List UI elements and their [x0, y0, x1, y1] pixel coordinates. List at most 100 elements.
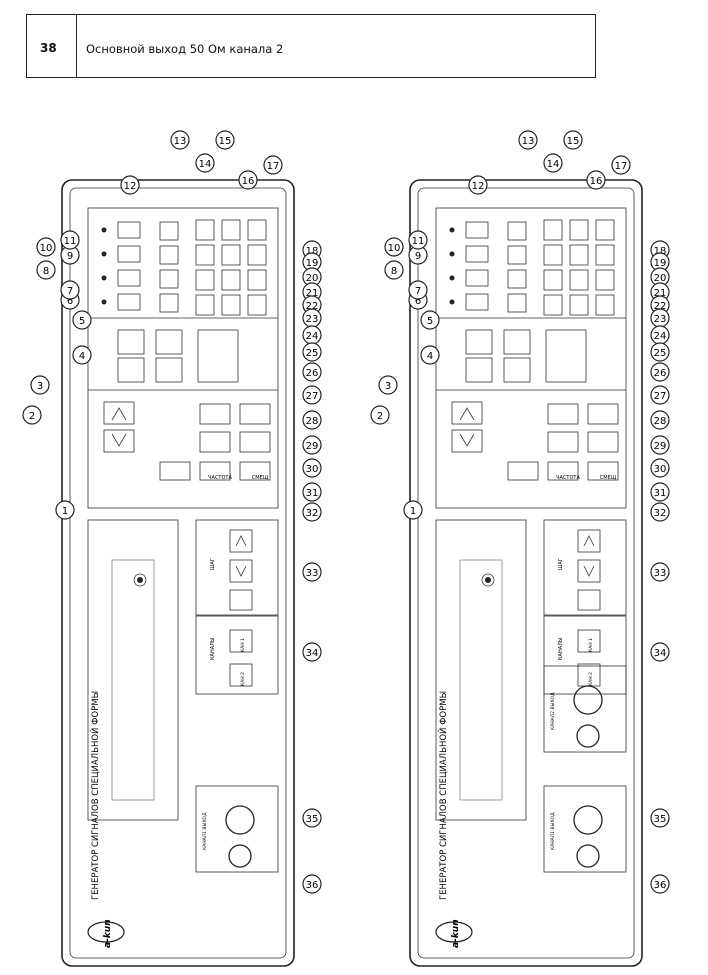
mode-key [117, 269, 141, 287]
keypad-area [435, 207, 627, 509]
param-key [507, 461, 539, 481]
callout-number: 34 [654, 648, 667, 659]
param-key [159, 461, 191, 481]
callout-number: 3 [385, 381, 391, 392]
param-key [547, 403, 579, 425]
ch1-key [577, 629, 601, 653]
function-key [507, 245, 527, 265]
callout-circle [55, 500, 75, 520]
callout-circle [60, 230, 80, 250]
callout-number: 29 [306, 441, 319, 452]
logo-oval [435, 921, 473, 943]
callout-number: 34 [306, 648, 319, 659]
callout-circle [650, 808, 670, 828]
down-arrow-icon [111, 433, 127, 447]
callout-circle [195, 153, 215, 173]
callout-number: 20 [306, 273, 319, 284]
indicator-led [101, 299, 107, 305]
callout-number: 10 [388, 243, 401, 254]
step-label: ШАГ [558, 558, 564, 570]
indicator-led [101, 227, 107, 233]
callout-circle [518, 130, 538, 150]
output-group [195, 785, 279, 873]
callout-number: 24 [306, 331, 319, 342]
channels-group [195, 615, 279, 695]
callout-number: 17 [615, 161, 628, 172]
callout-circle [302, 562, 322, 582]
callout-number: 16 [590, 176, 603, 187]
function-key [159, 269, 179, 289]
callout-number: 28 [654, 416, 667, 427]
mode-key [117, 221, 141, 239]
callout-number: 23 [306, 314, 319, 325]
callout-circle [408, 280, 428, 300]
step-label: ШАГ [210, 558, 216, 570]
function-key [507, 293, 527, 313]
output-connector [228, 844, 252, 868]
keypad-area [87, 207, 279, 509]
wave-key [503, 329, 531, 355]
callout-circle [302, 385, 322, 405]
indicator-led [449, 251, 455, 257]
param-key [199, 461, 231, 481]
callout-circle [650, 435, 670, 455]
callout-number: 17 [267, 161, 280, 172]
callout-circle [650, 362, 670, 382]
callout-number: 27 [306, 391, 319, 402]
callout-circle [403, 500, 423, 520]
keypad-key [543, 294, 563, 316]
logo-text: a-kun [451, 919, 461, 948]
arrow-key [451, 401, 483, 425]
callout-circle [302, 362, 322, 382]
callout-circle [302, 458, 322, 478]
channels-group [543, 615, 627, 695]
up-arrow-icon [459, 407, 475, 421]
callout-number: 12 [124, 181, 137, 192]
arrow-key [451, 429, 483, 453]
keypad-key [595, 219, 615, 241]
mode-key [117, 293, 141, 311]
wave-key [117, 357, 145, 383]
callout-number: 1 [62, 506, 68, 517]
keypad-key [247, 244, 267, 266]
lcd-frame [435, 519, 527, 821]
indicator-led [449, 275, 455, 281]
indicator-led [101, 251, 107, 257]
callout-circle [650, 342, 670, 362]
callout-number: 22 [306, 301, 319, 312]
callout-number: 33 [306, 568, 319, 579]
panel-inner-frame [69, 187, 287, 959]
function-key [159, 293, 179, 313]
label-freq: ЧАСТОТА [208, 475, 232, 481]
callout-circle [650, 502, 670, 522]
channels-label: КАНАЛЫ [210, 638, 216, 660]
callout-circle [302, 808, 322, 828]
down-arrow-icon [459, 433, 475, 447]
callout-circle [170, 130, 190, 150]
callout-circle [650, 874, 670, 894]
panel-inner-frame [417, 187, 635, 959]
step-up-key [577, 529, 601, 553]
param-key [587, 431, 619, 453]
callout-number: 13 [174, 136, 187, 147]
emblem-center [137, 577, 143, 583]
callout-number: 4 [79, 351, 85, 362]
output-connector [576, 724, 600, 748]
callout-number: 33 [654, 568, 667, 579]
callout-number: 18 [654, 246, 667, 257]
callout-number: 30 [306, 464, 319, 475]
param-key [239, 461, 271, 481]
keypad-key [195, 294, 215, 316]
callout-number: 36 [306, 880, 319, 891]
callout-circle [302, 482, 322, 502]
callout-circle [378, 375, 398, 395]
callout-number: 1 [410, 506, 416, 517]
chevron-up-icon [583, 535, 595, 547]
callout-circle [302, 502, 322, 522]
lcd-frame [87, 519, 179, 821]
param-key [199, 403, 231, 425]
callout-number: 11 [64, 236, 77, 247]
chevron-down-icon [235, 565, 247, 577]
callout-circle [72, 345, 92, 365]
